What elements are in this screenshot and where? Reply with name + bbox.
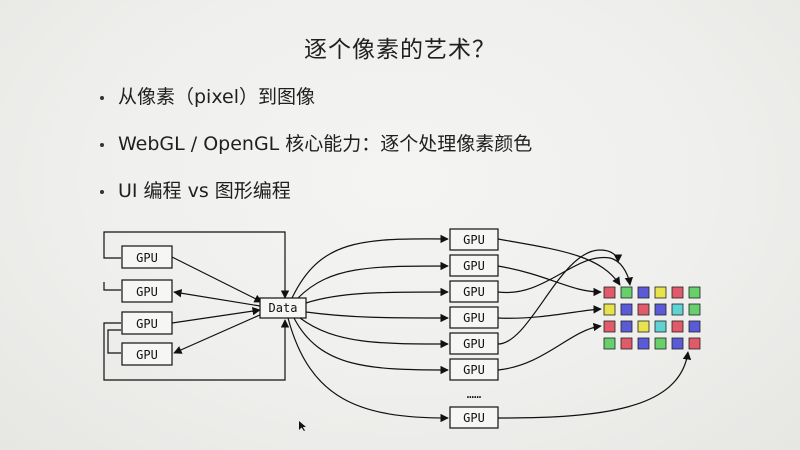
data-label: Data	[269, 301, 298, 315]
loop-arrow-bottom	[103, 319, 290, 381]
arrow-data-to-rgpu3	[305, 287, 449, 304]
bullet-ui-vs-graphics: UI 编程 vs 图形编程	[100, 176, 291, 203]
left-gpu-2: GPU	[121, 279, 173, 303]
pixel-cell	[671, 286, 684, 299]
loop-arrow-top	[103, 231, 290, 299]
arrow-rgpu4-to-pixel	[497, 305, 602, 319]
loop-arrow-gpu2	[103, 282, 121, 291]
gpu-label: GPU	[136, 317, 158, 331]
pixel-cell	[637, 320, 650, 333]
arrow-data-to-rgpu2	[297, 261, 449, 299]
pixel-cell	[603, 337, 616, 350]
arrow-rgpu5-to-pixel	[497, 249, 623, 345]
pixel-cell	[688, 286, 701, 299]
pixel-cell	[671, 320, 684, 333]
data-node: Data	[259, 297, 307, 319]
ellipsis-label: ……	[467, 387, 481, 401]
gpu-label: GPU	[136, 348, 158, 362]
pixel-cell	[620, 286, 633, 299]
pixel-cell	[688, 320, 701, 333]
pixel-cell	[620, 337, 633, 350]
arrow-rgpu3-to-pixel	[497, 256, 633, 294]
gpu-label: GPU	[463, 285, 485, 299]
right-gpu-last: GPU	[449, 406, 499, 429]
gpu-label: GPU	[463, 233, 485, 247]
left-gpu-4: GPU	[121, 342, 173, 366]
arrow-data-to-gpu2	[173, 289, 261, 307]
gpu-label: GPU	[136, 285, 158, 299]
pixel-cell	[603, 303, 616, 316]
right-gpu-5: GPU	[449, 332, 499, 355]
pixel-cell	[620, 303, 633, 316]
pixel-cell	[620, 320, 633, 333]
pixel-cell	[671, 303, 684, 316]
pixel-cell	[671, 337, 684, 350]
pixel-cell	[637, 337, 650, 350]
bullet-text: WebGL / OpenGL 核心能力：逐个处理像素颜色	[118, 133, 533, 155]
loop-arrow-gpu4	[107, 329, 121, 354]
bullet-text: 从像素（pixel）到图像	[118, 86, 315, 108]
arrow-rgpu6-to-pixel	[497, 322, 602, 371]
mouse-cursor-icon	[299, 421, 306, 431]
pixel-cell	[688, 337, 701, 350]
gpu-label: GPU	[463, 311, 485, 325]
pixel-cell	[603, 286, 616, 299]
gpu-label: GPU	[463, 337, 485, 351]
bullet-text: UI 编程 vs 图形编程	[118, 180, 291, 202]
right-gpu-2: GPU	[449, 254, 499, 277]
slide-title: 逐个像素的艺术？	[304, 37, 496, 63]
pixel-cell	[654, 337, 667, 350]
arrow-rgpu2-to-pixel	[497, 265, 602, 297]
bullet-dot	[100, 189, 104, 194]
arrow-data-to-rgpu-last	[287, 317, 449, 423]
bullet-dot	[100, 95, 104, 100]
arrow-rgpu1-to-pixel	[497, 238, 621, 286]
gpu-label: GPU	[463, 363, 485, 377]
pixel-cell	[654, 303, 667, 316]
arrow-data-to-rgpu4	[305, 311, 449, 323]
right-gpu-4: GPU	[449, 306, 499, 329]
pixel-cell	[654, 286, 667, 299]
arrow-data-to-gpu4	[173, 313, 263, 354]
arrow-gpu3-to-data	[171, 306, 261, 324]
bullet-dot	[100, 142, 104, 147]
right-gpu-6: GPU	[449, 358, 499, 381]
bullet-pixel-to-image: 从像素（pixel）到图像	[100, 82, 315, 109]
bullet-webgl-capability: WebGL / OpenGL 核心能力：逐个处理像素颜色	[100, 129, 532, 156]
gpu-label: GPU	[136, 251, 158, 265]
pixel-cell	[688, 303, 701, 316]
arrow-rgpu-last-to-pixel	[497, 351, 692, 419]
arrow-data-to-rgpu6	[293, 317, 449, 375]
left-gpu-3: GPU	[121, 311, 173, 335]
pixel-cell	[603, 320, 616, 333]
left-gpu-1: GPU	[121, 245, 173, 269]
arrow-data-to-rgpu1	[291, 234, 449, 299]
right-gpu-1: GPU	[449, 228, 499, 251]
arrow-gpu1-to-data	[171, 256, 263, 303]
pixel-cell	[654, 320, 667, 333]
right-gpu-3: GPU	[449, 280, 499, 303]
pixel-cell	[637, 286, 650, 299]
arrow-data-to-rgpu5	[299, 317, 449, 349]
gpu-label: GPU	[463, 411, 485, 425]
pixel-cell	[637, 303, 650, 316]
gpu-label: GPU	[463, 259, 485, 273]
pixel-grid	[603, 286, 701, 350]
